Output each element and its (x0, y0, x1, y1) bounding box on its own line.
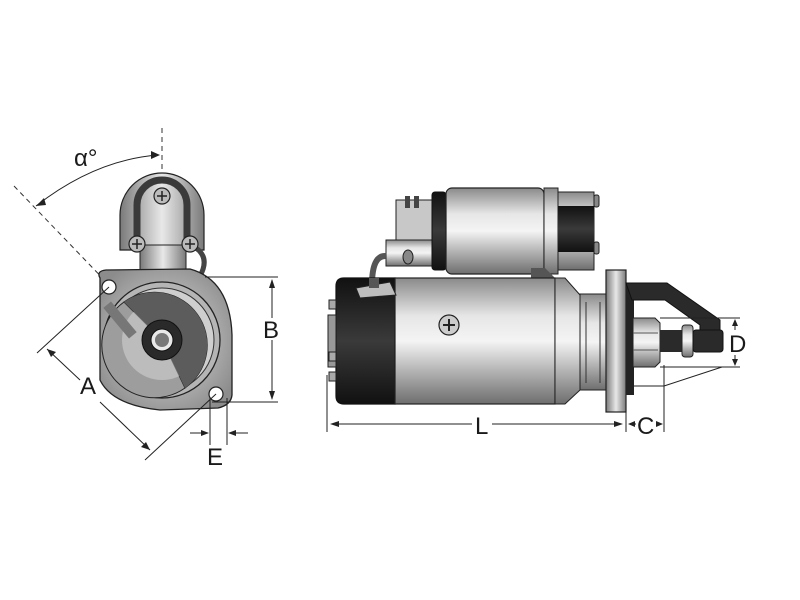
label-L: L (475, 413, 488, 440)
label-D: D (729, 331, 746, 358)
threaded-shaft (692, 329, 724, 353)
solenoid-body (445, 187, 545, 275)
front-view (13, 128, 278, 461)
solenoid-bracket (133, 176, 191, 242)
label-alpha: α° (74, 145, 97, 172)
side-view (326, 187, 740, 432)
alpha-arc (35, 154, 159, 207)
screw-icon (128, 235, 146, 253)
screw-icon (153, 187, 171, 205)
label-B: B (263, 317, 279, 344)
screw-icon (438, 314, 460, 336)
label-C: C (637, 413, 654, 440)
drive-flange (605, 269, 627, 413)
label-E: E (207, 444, 223, 471)
screw-icon (181, 235, 199, 253)
motor-housing (394, 277, 556, 405)
end-cap (335, 277, 396, 405)
label-A: A (80, 373, 96, 400)
